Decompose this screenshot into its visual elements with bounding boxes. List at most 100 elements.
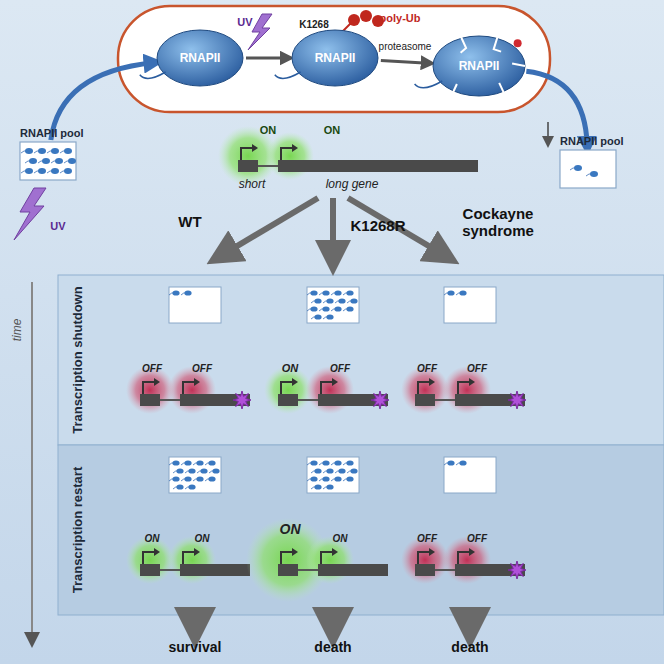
rnapii-mini bbox=[25, 148, 33, 154]
rnapii-mini bbox=[447, 290, 454, 295]
short-gene bbox=[238, 160, 258, 172]
rnapii-mini bbox=[64, 168, 72, 174]
state-label: ON bbox=[145, 533, 160, 544]
outcome-label: death bbox=[314, 640, 351, 655]
rna-tail bbox=[140, 72, 166, 78]
rnapii-mini bbox=[184, 460, 191, 465]
rnapii-mini bbox=[208, 476, 215, 481]
rnapii-mini bbox=[326, 484, 333, 489]
rnapii-mini bbox=[42, 158, 50, 164]
expression-glow bbox=[266, 132, 314, 180]
promoter-arrow bbox=[458, 382, 469, 394]
rnapii-mini bbox=[184, 476, 191, 481]
promoter-arrow bbox=[321, 552, 332, 564]
short-gene bbox=[415, 394, 435, 406]
rnapii-mini bbox=[459, 460, 466, 465]
promoter-arrowhead bbox=[292, 144, 298, 152]
annotation-label: time bbox=[11, 319, 24, 342]
rnapii-mini bbox=[574, 165, 582, 171]
short-gene bbox=[278, 394, 298, 406]
promoter-arrowhead bbox=[332, 548, 338, 556]
state-label: OFF bbox=[467, 363, 487, 374]
crack bbox=[494, 37, 501, 51]
promoter-arrow bbox=[418, 552, 429, 564]
blob-ellipse bbox=[292, 30, 378, 86]
annotation-label: Transcription restart bbox=[71, 467, 85, 593]
state-label: OFF bbox=[417, 363, 437, 374]
rnapii-mini bbox=[322, 460, 329, 465]
rnapii-mini bbox=[322, 306, 329, 311]
short-gene bbox=[278, 564, 298, 576]
state-label: ON bbox=[333, 533, 348, 544]
promoter-arrow bbox=[418, 382, 429, 394]
rnapii-mini bbox=[459, 290, 466, 295]
rnapii-mini bbox=[326, 468, 333, 473]
long-gene bbox=[180, 564, 250, 576]
promoter-arrowhead bbox=[194, 548, 200, 556]
rnapii-mini bbox=[326, 298, 333, 303]
rnapii-mini bbox=[196, 460, 203, 465]
rnapii-mini bbox=[346, 306, 353, 311]
rnapii-mini bbox=[314, 298, 321, 303]
annotation-label: proteasome bbox=[379, 41, 432, 52]
pool-box: RNAPII pool bbox=[560, 150, 616, 188]
crack bbox=[461, 36, 467, 53]
pool-box bbox=[307, 287, 359, 323]
promoter-arrowhead bbox=[194, 378, 200, 386]
rnapii-mini bbox=[334, 290, 341, 295]
promoter-arrowhead bbox=[332, 378, 338, 386]
state-label: ON bbox=[282, 362, 299, 374]
promoter-arrowhead bbox=[292, 378, 298, 386]
promoter-arrow bbox=[281, 552, 292, 564]
rnapii-mini bbox=[322, 476, 329, 481]
state-label: ON bbox=[280, 522, 301, 537]
rnapii-mini bbox=[68, 158, 76, 164]
flow-arrow bbox=[526, 71, 587, 146]
promoter-arrow bbox=[143, 382, 154, 394]
annotation-label: K1268 bbox=[299, 19, 328, 30]
dna-damage bbox=[508, 561, 526, 579]
rnapii-mini bbox=[334, 460, 341, 465]
pool-rect bbox=[20, 142, 76, 180]
short-gene bbox=[415, 564, 435, 576]
annotation-label: UV bbox=[50, 220, 65, 232]
rnapii-mini bbox=[346, 460, 353, 465]
state-label: ON bbox=[195, 533, 210, 544]
state-label: OFF bbox=[142, 363, 162, 374]
rnapii-mini bbox=[310, 460, 317, 465]
crack bbox=[512, 64, 525, 66]
long-gene bbox=[278, 160, 478, 172]
rnapii-mini bbox=[314, 314, 321, 319]
dna-damage bbox=[233, 391, 251, 409]
pool-outline bbox=[20, 142, 76, 180]
promoter-arrowhead bbox=[429, 378, 435, 386]
short-gene bbox=[140, 564, 160, 576]
rnapii-mini bbox=[25, 168, 33, 174]
annotation-label: UV bbox=[237, 16, 252, 28]
promoter-arrowhead bbox=[154, 378, 160, 386]
outcome-label: survival bbox=[169, 640, 222, 655]
rnapii-mini bbox=[338, 298, 345, 303]
state-label: OFF bbox=[192, 363, 212, 374]
blob-ellipse bbox=[157, 30, 243, 86]
rnapii-mini bbox=[172, 290, 179, 295]
state-label: OFF bbox=[417, 533, 437, 544]
rnapii-mini bbox=[200, 468, 207, 473]
annotation-label: long gene bbox=[326, 178, 379, 191]
rnapii-mini bbox=[346, 476, 353, 481]
blob-label: RNAPII bbox=[459, 59, 500, 73]
state-label: OFF bbox=[330, 363, 350, 374]
annotation-label: ON bbox=[260, 124, 277, 136]
promoter-arrow bbox=[143, 552, 154, 564]
promoter-arrowhead bbox=[292, 548, 298, 556]
rnapii-mini bbox=[55, 158, 63, 164]
pool-box bbox=[444, 457, 496, 493]
rnapii-mini bbox=[350, 468, 357, 473]
annotation-label: short bbox=[239, 178, 266, 191]
rnapii-mini bbox=[172, 476, 179, 481]
rnapii-mini bbox=[38, 148, 46, 154]
short-gene bbox=[140, 394, 160, 406]
rnapii-mini bbox=[51, 168, 59, 174]
